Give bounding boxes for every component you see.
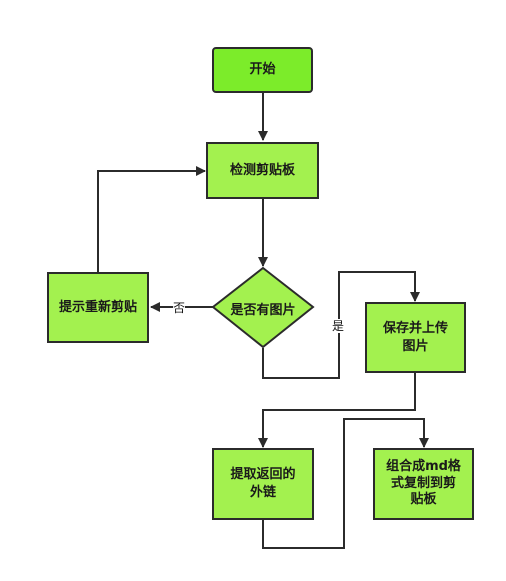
- edge-prompt-to-check: [97, 166, 206, 272]
- extract-link-label: 提取返回的 外链: [230, 467, 296, 500]
- decision-label: 是否有图片: [230, 303, 296, 318]
- edge-label-yes: 是: [332, 319, 345, 333]
- save-upload-node: 保存并上传 图片: [365, 302, 466, 373]
- check-clipboard-node: 检测剪贴板: [206, 142, 319, 199]
- combine-copy-node: 组合成md格 式复制到剪 贴板: [373, 448, 474, 520]
- prompt-recut-label: 提示重新剪贴: [58, 299, 137, 315]
- extract-link-node: 提取返回的 外链: [212, 448, 314, 520]
- combine-copy-label: 组合成md格 式复制到剪 贴板: [386, 458, 461, 508]
- prompt-recut-node: 提示重新剪贴: [47, 272, 149, 343]
- start-node: 开始: [212, 47, 313, 93]
- edge-save-to-link: [258, 373, 416, 448]
- save-upload-label: 保存并上传 图片: [382, 320, 448, 354]
- start-node-label: 开始: [249, 62, 276, 78]
- edge-link-to-combine: [262, 418, 429, 549]
- check-clipboard-label: 检测剪贴板: [229, 162, 295, 178]
- decision-diamond: [211, 266, 315, 349]
- edge-label-no: 否: [173, 301, 186, 315]
